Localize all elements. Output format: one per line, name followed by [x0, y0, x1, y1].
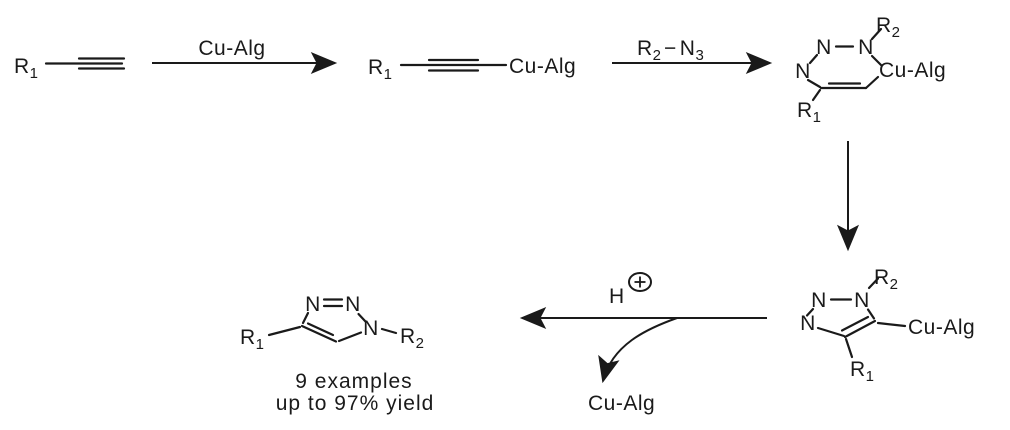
r1-label: R1 — [797, 99, 821, 126]
n-atom-label: N — [816, 36, 832, 59]
r1-label: R1 — [368, 56, 392, 83]
reaction-arrow-2: R2−N3 — [612, 37, 773, 74]
bond-n-n — [357, 312, 367, 323]
bond-double-main — [843, 319, 877, 339]
bond-c-cu — [864, 75, 880, 90]
bond-c-cu — [876, 321, 907, 328]
cu-alg-release: Cu-Alg — [588, 317, 678, 415]
bond-n-r2 — [867, 277, 880, 290]
n-atom-label: N — [800, 312, 816, 335]
r2-label: R2 — [874, 266, 898, 293]
bond-double-inner — [840, 315, 870, 332]
triazolyl-copper-intermediate: N N N R2 Cu-Alg R1 — [800, 266, 975, 385]
bond-c-r1 — [267, 325, 302, 337]
bond-c-r1 — [811, 88, 822, 102]
plus-charge-circle — [628, 272, 652, 292]
cu-alg-label: Cu-Alg — [879, 59, 946, 82]
h-label: H — [609, 285, 625, 308]
curved-arrow — [598, 317, 678, 384]
cu-alg-label: Cu-Alg — [509, 55, 576, 78]
n-atom-label: N — [854, 289, 870, 312]
bond-n-cu — [870, 54, 883, 67]
azide-reagent-label: R2−N3 — [637, 37, 704, 64]
terminal-alkyne-substrate: R1 — [14, 55, 126, 82]
bond-double-inner — [306, 322, 335, 337]
cu-alg-label: Cu-Alg — [908, 316, 975, 339]
n-atom-label: N — [305, 293, 321, 316]
r2-label: R2 — [400, 325, 424, 352]
n-atom-label: N — [363, 317, 379, 340]
bond-c-n — [866, 308, 876, 320]
bond-n-c — [806, 78, 822, 89]
n-atom-label: N — [811, 289, 827, 312]
cupracycle-intermediate: N N N R2 Cu-Alg R1 — [795, 14, 946, 126]
bond-n-r2 — [870, 27, 883, 41]
r1-label: R1 — [14, 55, 38, 82]
reaction-arrow-1: Cu-Alg — [152, 37, 338, 74]
triazole-product: R1 N N N R2 — [240, 293, 424, 353]
r2-label: R2 — [876, 14, 900, 41]
n-atom-label: N — [858, 36, 874, 59]
n-atom-label: N — [345, 293, 361, 316]
r1-label: R1 — [850, 358, 874, 385]
bond-n-c — [816, 326, 846, 338]
caption: 9 examples up to 97% yield — [276, 370, 435, 415]
bond-c-r1 — [844, 337, 854, 359]
bond-n-n — [808, 53, 819, 65]
caption-examples: 9 examples — [295, 370, 412, 393]
r1-label: R1 — [240, 326, 264, 353]
bond-n-r2 — [380, 327, 398, 335]
copper-acetylide: R1 Cu-Alg — [368, 55, 576, 83]
cu-alg-leaving-label: Cu-Alg — [588, 392, 655, 415]
bond-double-main — [300, 324, 338, 343]
protonation-arrow: H — [519, 272, 767, 329]
bond-n-n — [805, 307, 815, 317]
bond-n-c — [301, 311, 310, 325]
caption-yield: up to 97% yield — [276, 392, 435, 415]
cu-alg-reagent-label: Cu-Alg — [198, 37, 265, 60]
bond-c-n — [337, 331, 363, 343]
n-atom-label: N — [795, 60, 811, 83]
